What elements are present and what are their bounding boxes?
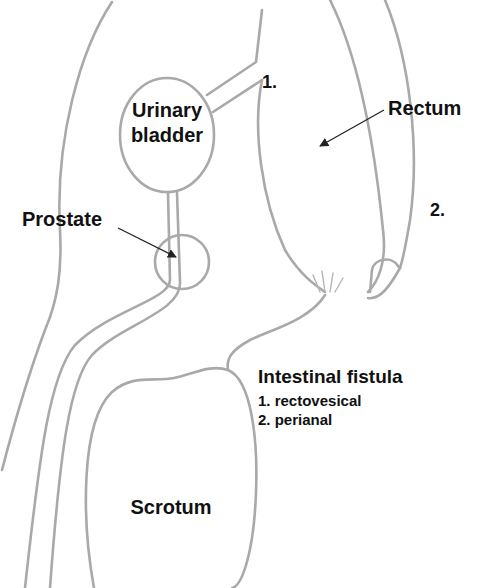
organ-label: Scrotum bbox=[82, 495, 260, 520]
callout-number: 2. bbox=[430, 200, 445, 222]
anal-fold bbox=[330, 273, 333, 292]
perineum-outline bbox=[228, 295, 325, 370]
organ-label: Prostate bbox=[22, 207, 102, 231]
organ-label: Urinary bladder bbox=[118, 98, 216, 148]
legend-heading: Intestinal fistula bbox=[258, 366, 403, 389]
anal-fold bbox=[335, 278, 343, 292]
outline-group bbox=[86, 368, 256, 588]
scrotum-wall bbox=[86, 368, 256, 588]
scrotum-outline bbox=[82, 352, 260, 588]
anal-fold bbox=[313, 275, 320, 292]
urethra-wall bbox=[25, 193, 170, 588]
legend-item: 1. rectovesical bbox=[258, 392, 361, 410]
rectum-wall bbox=[258, 80, 325, 292]
rectovesical-fistula bbox=[213, 80, 262, 112]
leader-arrow bbox=[320, 110, 384, 146]
rectum-wall bbox=[330, 0, 384, 292]
anal-fold bbox=[322, 271, 325, 292]
legend-item: 2. perianal bbox=[258, 411, 332, 429]
organ-node: Scrotum bbox=[82, 352, 260, 588]
leader-arrow bbox=[118, 228, 176, 257]
callout-number: 1. bbox=[262, 72, 277, 94]
rectovesical-fistula bbox=[207, 10, 262, 95]
perianal-fistula bbox=[368, 268, 400, 298]
organ-node: Urinary bladder bbox=[118, 76, 216, 194]
skin-outline bbox=[385, 0, 414, 268]
organ-label: Rectum bbox=[388, 96, 461, 120]
body-outline bbox=[2, 2, 112, 470]
prostate-outline bbox=[155, 235, 209, 289]
